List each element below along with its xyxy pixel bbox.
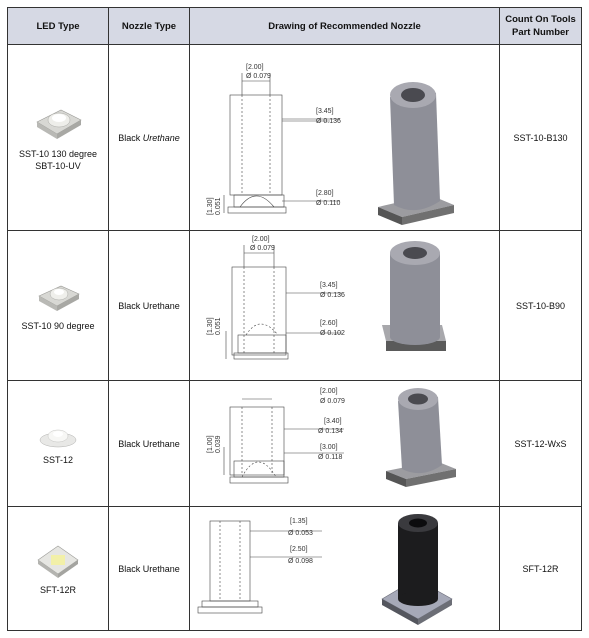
led-name: SST-10 90 degree [21, 320, 95, 331]
dim-len-in: 0.039 [215, 435, 222, 453]
header-row: LED Type Nozzle Type Drawing of Recommen… [7, 7, 582, 45]
dim-len-mm: [1.00] [207, 435, 214, 453]
nozzle-type-italic: Urethane [142, 132, 180, 143]
drawing-cell: [2.00] Ø 0.079 [3.45] Ø 0.136 [1.30] 0.0… [189, 230, 500, 381]
header-part-number-line1: Count On Tools [505, 14, 576, 25]
nozzle-type-cell: Black Urethane [108, 380, 190, 507]
dim-od-mm: [2.50] [290, 546, 308, 553]
dim-id-mm: [2.80] [316, 190, 334, 197]
led-name: SST-12 [42, 454, 73, 465]
part-number-cell: SST-12-WxS [499, 380, 582, 507]
header-part-number-line2: Part Number [511, 27, 569, 38]
led-image [36, 109, 82, 139]
led-cell: SFT-12R [7, 506, 109, 631]
led-cell: SST-10 90 degree [7, 230, 109, 381]
table-row: SST-10 90 degree Black Urethane [7, 230, 582, 381]
led-image [38, 285, 80, 311]
nozzle-type-cell: Black Urethane [108, 230, 190, 381]
dim-od-mm: [3.45] [316, 108, 334, 115]
dim-top-in: Ø 0.079 [320, 398, 345, 405]
dim-id-mm: [3.00] [320, 444, 338, 451]
dim-top-mm: [1.35] [290, 518, 308, 525]
header-led-type: LED Type [7, 7, 109, 45]
technical-drawing [223, 398, 344, 484]
dim-od-in: Ø 0.098 [288, 558, 313, 565]
dim-len-mm: [1.30] [207, 317, 214, 335]
led-name-line2: SBT-10-UV [35, 160, 81, 171]
dim-id-in: Ø 0.110 [316, 200, 340, 207]
dim-top-in: Ø 0.079 [246, 73, 271, 80]
dim-top-mm: [2.00] [246, 64, 264, 71]
nozzle-type-cell: Black Urethane [108, 44, 190, 231]
part-number-cell: SST-10-B90 [499, 230, 582, 381]
nozzle-drawing: [2.00] Ø 0.079 [3.45] Ø 0.136 [1.30] 0.0… [207, 236, 446, 360]
nozzle-type-cell: Black Urethane [108, 506, 190, 631]
technical-drawing [223, 73, 340, 214]
header-nozzle-type: Nozzle Type [108, 7, 190, 45]
nozzle-type-prefix: Black [118, 132, 143, 143]
led-name: SST-10 130 degree SBT-10-UV [19, 148, 97, 172]
led-image [37, 545, 79, 578]
dim-len-in: 0.051 [215, 197, 222, 215]
drawing-cell: [1.35] Ø 0.053 [2.50] Ø 0.098 [189, 506, 500, 631]
nozzle-3d-render [378, 82, 454, 225]
dim-id-in: Ø 0.118 [318, 454, 342, 461]
technical-drawing [225, 245, 342, 360]
drawing-cell: [2.00] Ø 0.079 [3.40] Ø 0.134 [1.00] 0.0… [189, 380, 500, 507]
nozzle-3d-render [381, 514, 453, 625]
dim-top-mm: [2.00] [320, 388, 338, 395]
dim-len-mm: [1.30] [207, 197, 214, 215]
table-row: SFT-12R Black Urethane [1.35] Ø 0.053 [2… [7, 506, 582, 631]
dim-id-mm: [2.60] [320, 320, 338, 327]
header-part-number: Count On Tools Part Number [499, 7, 582, 45]
nozzle-3d-render [386, 388, 456, 487]
dim-od-in: Ø 0.136 [316, 118, 341, 125]
led-name-line1: SST-10 130 degree [18, 148, 98, 159]
header-drawing: Drawing of Recommended Nozzle [189, 7, 500, 45]
led-name: SFT-12R [39, 584, 76, 595]
table-row: SST-10 130 degree SBT-10-UV Black Uretha… [7, 44, 582, 231]
drawing-cell: [2.00] Ø 0.079 [3.45] Ø 0.136 [1.30] 0.0… [189, 44, 500, 231]
dim-len-in: 0.051 [215, 317, 222, 335]
technical-drawing [197, 520, 322, 614]
dim-od-in: Ø 0.136 [320, 292, 345, 299]
table-row: SST-12 Black Urethane [2.00] [7, 380, 582, 507]
dim-top-mm: [2.00] [252, 236, 270, 243]
nozzle-drawing: [2.00] Ø 0.079 [3.45] Ø 0.136 [1.30] 0.0… [207, 64, 454, 225]
nozzle-drawing: [1.35] Ø 0.053 [2.50] Ø 0.098 [197, 514, 453, 625]
dim-id-in: Ø 0.102 [320, 330, 345, 337]
nozzle-3d-render [382, 241, 446, 351]
nozzle-drawing: [2.00] Ø 0.079 [3.40] Ø 0.134 [1.00] 0.0… [207, 388, 456, 487]
dim-top-in: Ø 0.053 [288, 530, 313, 537]
led-cell: SST-12 [7, 380, 109, 507]
led-image [39, 429, 77, 447]
led-cell: SST-10 130 degree SBT-10-UV [7, 44, 109, 231]
nozzle-table: LED Type Nozzle Type Drawing of Recommen… [7, 7, 582, 631]
part-number-cell: SST-10-B130 [499, 44, 582, 231]
part-number-cell: SFT-12R [499, 506, 582, 631]
dim-od-in: Ø 0.134 [318, 428, 343, 435]
dim-top-in: Ø 0.079 [250, 245, 275, 252]
dim-od-mm: [3.45] [320, 282, 338, 289]
dim-od-mm: [3.40] [324, 418, 342, 425]
